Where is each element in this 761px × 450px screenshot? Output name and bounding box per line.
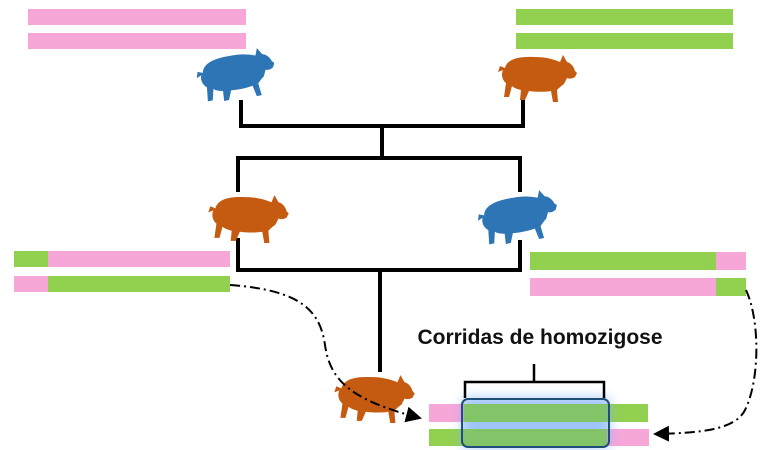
grandparent-right-chromosome-2 bbox=[516, 33, 733, 49]
offspring-orange-pig-icon bbox=[334, 375, 415, 423]
grandparent-right-chromosome-1 bbox=[516, 9, 733, 25]
inheritance-arrow-right bbox=[653, 289, 758, 442]
grandparent-left-chromosome-1 bbox=[28, 9, 246, 25]
parent-orange-pig-icon bbox=[208, 195, 289, 243]
grandparent-left-chromosome-2 bbox=[28, 33, 246, 49]
parent-right-chromosomes bbox=[530, 252, 746, 296]
homozygosity-highlight bbox=[461, 397, 610, 449]
pedigree-lines bbox=[236, 100, 525, 372]
runs-of-homozygosity-label: Corridas de homozigose bbox=[417, 326, 663, 349]
runs-bracket bbox=[463, 364, 606, 398]
grandparent-blue-pig-icon bbox=[193, 45, 281, 108]
grandparent-orange-pig-icon bbox=[498, 55, 577, 102]
inheritance-arrow-left bbox=[229, 284, 422, 423]
parent-left-chromosomes bbox=[14, 251, 230, 292]
